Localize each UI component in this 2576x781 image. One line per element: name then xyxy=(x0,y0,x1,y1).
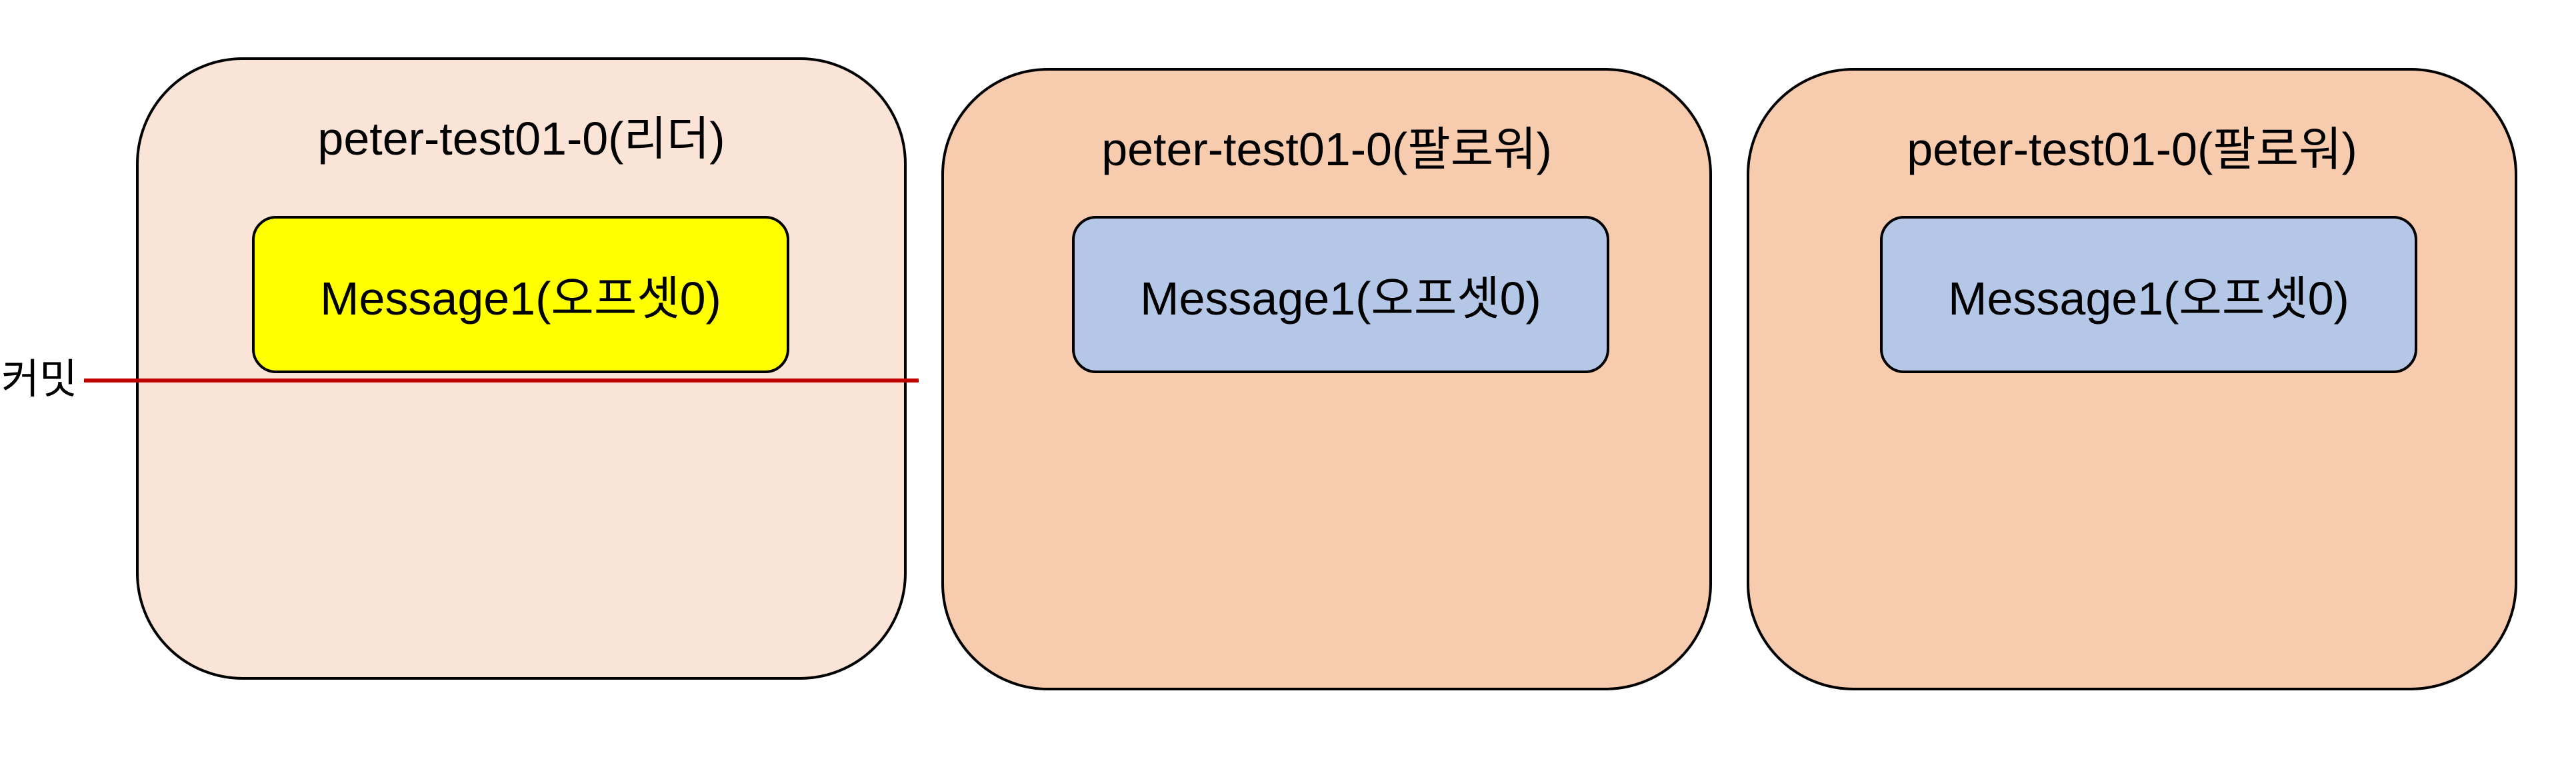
follower-partition-box-2: peter-test01-0(팔로워) Message1(오프셋0) xyxy=(1747,68,2517,690)
commit-line xyxy=(84,379,919,383)
leader-partition-box: peter-test01-0(리더) Message1(오프셋0) xyxy=(136,57,907,680)
leader-message-box: Message1(오프셋0) xyxy=(252,216,789,373)
follower-partition-title-2: peter-test01-0(팔로워) xyxy=(1907,123,2357,175)
follower-message-box-1: Message1(오프셋0) xyxy=(1072,216,1609,373)
follower-message-box-2: Message1(오프셋0) xyxy=(1880,216,2417,373)
follower-partition-box-1: peter-test01-0(팔로워) Message1(오프셋0) xyxy=(941,68,1712,690)
commit-label: 커밋 xyxy=(1,357,78,402)
follower-partition-title-1: peter-test01-0(팔로워) xyxy=(1101,123,1552,175)
leader-partition-title: peter-test01-0(리더) xyxy=(317,113,725,165)
